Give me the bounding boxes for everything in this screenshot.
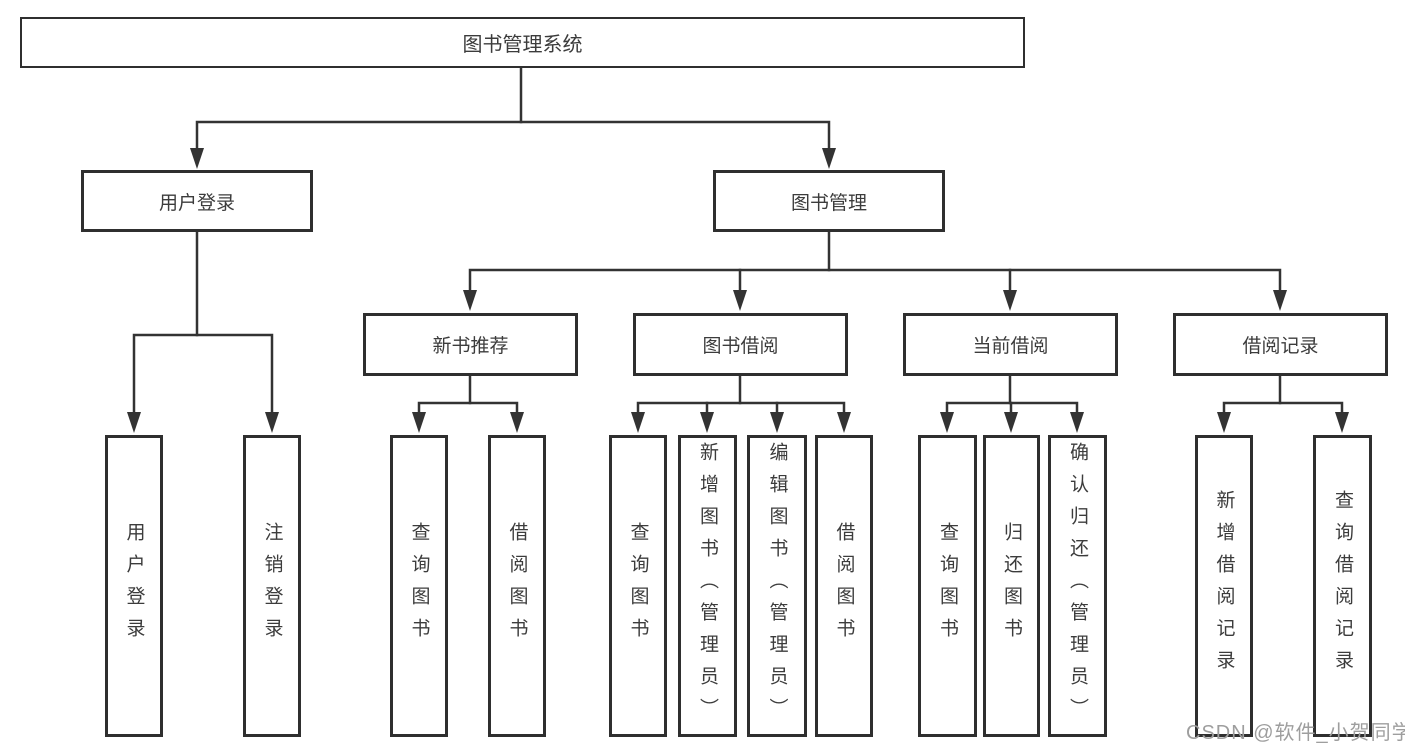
node-label: 新书推荐 [432,336,509,357]
node-label: 新增图书（管理员） [697,442,718,730]
node-label: 用户登录 [158,192,235,214]
node-library-management-system: 图书管理系统 [20,17,1025,68]
node-label: 用户登录 [123,522,145,650]
node-label: 归还图书 [1001,522,1022,650]
node-leaf-add-borrow-record: 新增借阅记录 [1195,435,1253,737]
node-label: 查询图书 [937,522,958,650]
node-leaf-edit-books-admin: 编辑图书（管理员） [747,435,807,737]
node-leaf-query-books-current: 查询图书 [918,435,977,737]
node-leaf-confirm-return-admin: 确认归还（管理员） [1048,435,1107,737]
node-leaf-return-books: 归还图书 [983,435,1040,737]
node-label: 借阅记录 [1242,336,1319,357]
watermark: CSDN @软件_小贺同学 [1186,722,1405,744]
node-label: 图书管理 [790,192,867,214]
node-leaf-query-books-borrow: 查询图书 [609,435,667,737]
node-leaf-borrow-books: 借阅图书 [815,435,873,737]
node-label: 图书管理系统 [462,34,583,56]
node-book-borrowing: 图书借阅 [633,313,848,376]
node-label: 图书借阅 [702,336,779,357]
node-current-borrowing: 当前借阅 [903,313,1118,376]
node-label: 确认归还（管理员） [1067,442,1088,730]
node-leaf-user-login: 用户登录 [105,435,163,737]
node-user-login: 用户登录 [81,170,313,232]
node-leaf-query-books-recommend: 查询图书 [390,435,448,737]
node-book-management: 图书管理 [713,170,945,232]
node-leaf-add-books-admin: 新增图书（管理员） [678,435,737,737]
node-label: 新增借阅记录 [1213,490,1235,682]
node-label: 借阅图书 [506,522,528,650]
node-borrowing-records: 借阅记录 [1173,313,1388,376]
node-label: 借阅图书 [833,522,855,650]
node-label: 查询借阅记录 [1332,490,1353,682]
node-label: 编辑图书（管理员） [766,442,788,730]
node-label: 当前借阅 [972,336,1049,357]
node-leaf-borrow-books-recommend: 借阅图书 [488,435,546,737]
node-label: 注销登录 [261,522,283,650]
node-label: 查询图书 [627,522,649,650]
node-label: 查询图书 [408,522,430,650]
node-leaf-query-borrow-record: 查询借阅记录 [1313,435,1372,737]
node-leaf-logout: 注销登录 [243,435,301,737]
node-new-book-recommend: 新书推荐 [363,313,578,376]
